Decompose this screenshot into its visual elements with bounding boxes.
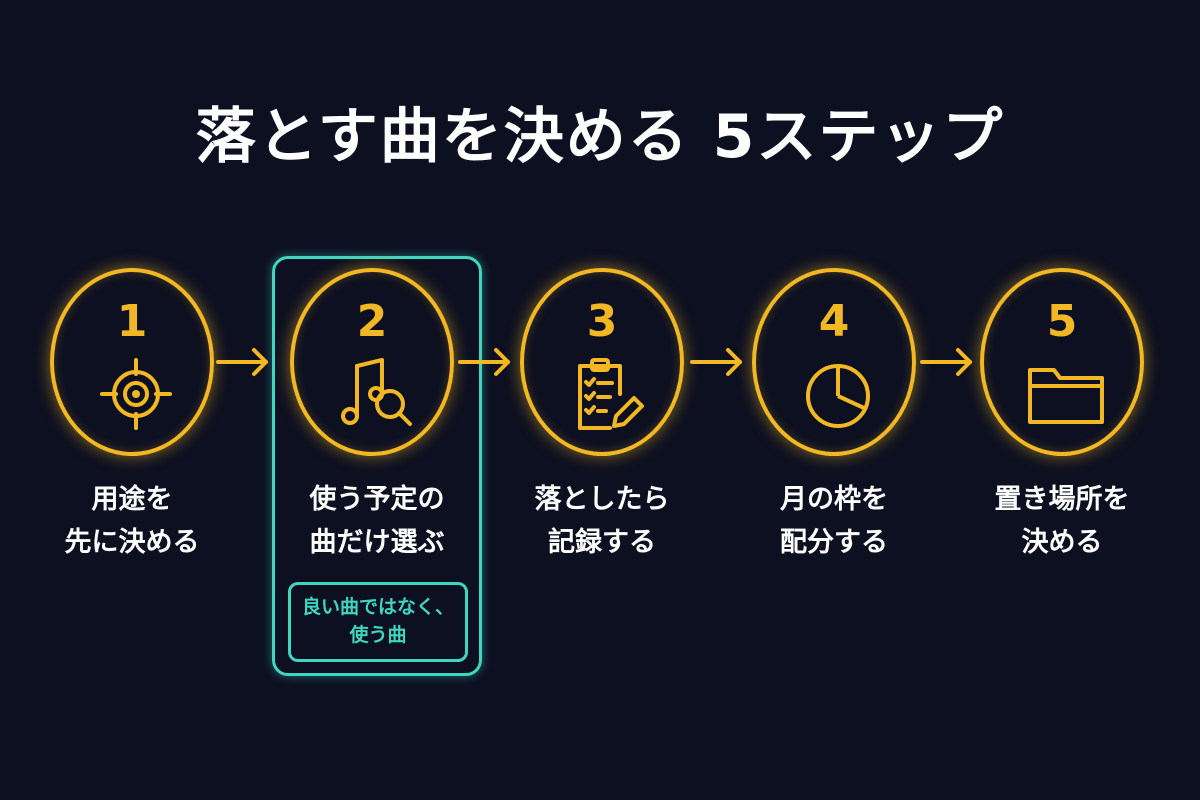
music-search-icon (341, 358, 412, 426)
step-5-number: 5 (1046, 296, 1078, 347)
step-3-circle: 3 (520, 268, 684, 456)
step-1-label-line2: 先に決める (64, 527, 200, 559)
step-2-note-line2: 使う曲 (349, 624, 407, 646)
step-4-label: 月の枠を 配分する (724, 478, 944, 564)
step-1-label: 用途を 先に決める (22, 478, 242, 564)
step-1-number: 1 (116, 296, 148, 347)
step-3-label: 落としたら 記録する (492, 478, 712, 564)
step-4-label-line1: 月の枠を (780, 484, 888, 515)
step-5-circle: 5 (980, 268, 1144, 456)
step-2-number: 2 (356, 296, 388, 347)
arrow-right-icon (216, 348, 268, 376)
step-2-note: 良い曲ではなく、 使う曲 (288, 582, 468, 662)
page-title: 落とす曲を決める 5ステップ (195, 102, 1005, 172)
clipboard-icon (578, 358, 644, 430)
pie-chart-icon (806, 364, 870, 428)
step-1-label-line1: 用途を (91, 484, 173, 515)
arrow-right-icon (458, 348, 510, 376)
step-5-label-line2: 決める (1021, 527, 1103, 559)
step-1-circle: 1 (50, 268, 214, 456)
step-5-label-line1: 置き場所を (994, 484, 1130, 515)
step-2-circle: 2 (290, 268, 454, 456)
step-3-number: 3 (586, 296, 618, 347)
step-2-label-line2: 曲だけ選ぶ (309, 527, 445, 559)
step-4-number: 4 (818, 296, 850, 347)
step-4-circle: 4 (752, 268, 916, 456)
step-2-note-line1: 良い曲ではなく、 (301, 596, 454, 619)
step-4-label-line2: 配分する (780, 527, 888, 559)
step-2-label-line1: 使う予定の (309, 484, 445, 515)
step-5-label: 置き場所を 決める (952, 478, 1172, 564)
step-2-label: 使う予定の 曲だけ選ぶ (267, 478, 487, 564)
arrow-right-icon (690, 348, 742, 376)
step-3-label-line1: 落としたら (534, 484, 670, 515)
step-2-highlight-frame (272, 256, 482, 676)
step-3-label-line2: 記録する (548, 527, 656, 559)
folder-icon (1028, 368, 1104, 424)
target-icon (100, 358, 172, 430)
arrow-right-icon (920, 348, 972, 376)
